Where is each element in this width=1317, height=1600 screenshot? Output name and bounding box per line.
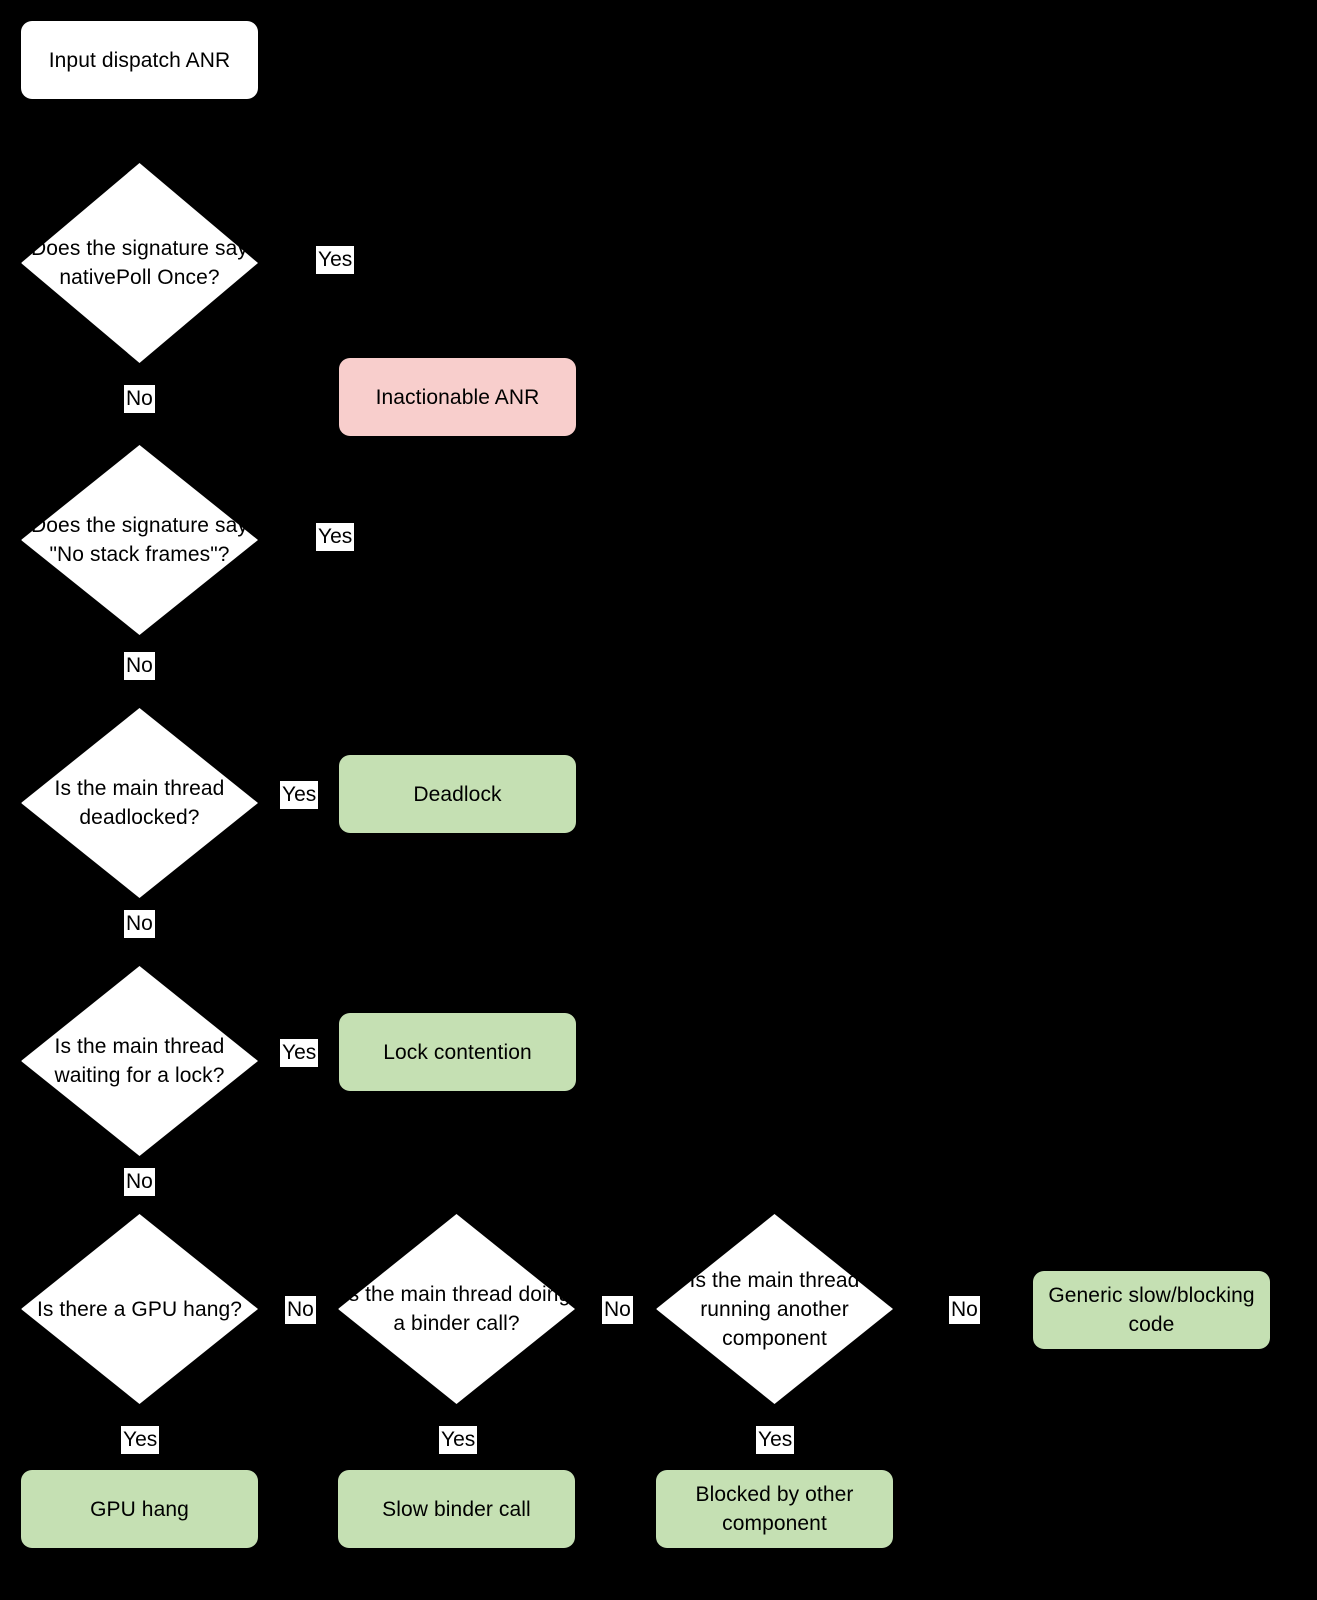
edge-label-waiting-for-lock-no: No (124, 1168, 155, 1196)
node-outcome-lock-contention[interactable]: Lock contention (339, 1013, 576, 1091)
edge-label-no-stack-frames-no: No (124, 652, 155, 680)
node-decision-main-thread-deadlocked[interactable]: Is the main thread deadlocked? (21, 708, 258, 898)
node-decision-nativepollonce[interactable]: Does the signature say nativePoll Once? (21, 163, 258, 363)
edge-label-nativepollonce-yes: Yes (316, 246, 355, 274)
node-label: Is the main thread waiting for a lock? (54, 1035, 225, 1087)
node-outcome-blocked-by-other-component[interactable]: Blocked by other component (656, 1470, 893, 1548)
node-label: Deadlock (413, 782, 502, 806)
node-start-input-dispatch-anr[interactable]: Input dispatch ANR (21, 21, 258, 99)
edge-label-no-stack-frames-yes: Yes (316, 523, 355, 551)
edge-label-waiting-for-lock-yes: Yes (280, 1039, 319, 1067)
node-label: Lock contention (383, 1040, 532, 1064)
node-outcome-generic-slow-blocking-code[interactable]: Generic slow/blocking code (1033, 1271, 1270, 1349)
node-label: Slow binder call (382, 1497, 531, 1521)
node-decision-running-another-component[interactable]: Is the main thread running another compo… (656, 1214, 893, 1404)
node-label: Does the signature say "No stack frames"… (31, 514, 248, 566)
node-outcome-gpu-hang[interactable]: GPU hang (21, 1470, 258, 1548)
node-label: Is the main thread deadlocked? (54, 777, 225, 829)
node-outcome-deadlock[interactable]: Deadlock (339, 755, 576, 833)
edge-label-deadlocked-no: No (124, 910, 155, 938)
edge-label-gpu-hang-yes: Yes (121, 1426, 160, 1454)
node-label: Is the main thread running another compo… (689, 1268, 860, 1350)
node-label: GPU hang (90, 1497, 189, 1521)
node-label: Inactionable ANR (375, 385, 540, 409)
node-decision-binder-call[interactable]: Is the main thread doing a binder call? (338, 1214, 575, 1404)
edge-label-another-component-no: No (949, 1296, 980, 1324)
edge-label-deadlocked-yes: Yes (280, 781, 319, 809)
node-label: Does the signature say nativePoll Once? (31, 237, 248, 289)
node-outcome-slow-binder-call[interactable]: Slow binder call (338, 1470, 575, 1548)
node-label: Blocked by other component (695, 1483, 854, 1535)
node-label: Input dispatch ANR (48, 48, 231, 72)
node-label: Generic slow/blocking code (1048, 1284, 1255, 1336)
node-label: Is there a GPU hang? (36, 1297, 243, 1321)
node-outcome-inactionable-anr[interactable]: Inactionable ANR (339, 358, 576, 436)
edge-label-binder-call-yes: Yes (439, 1426, 478, 1454)
node-decision-waiting-for-lock[interactable]: Is the main thread waiting for a lock? (21, 966, 258, 1156)
edge-label-gpu-hang-no: No (285, 1296, 316, 1324)
node-decision-gpu-hang[interactable]: Is there a GPU hang? (21, 1214, 258, 1404)
node-label: Is the main thread doing a binder call? (342, 1283, 571, 1335)
edge-label-another-component-yes: Yes (756, 1426, 795, 1454)
edge-label-nativepollonce-no: No (124, 385, 155, 413)
edge-label-binder-call-no: No (602, 1296, 633, 1324)
node-decision-no-stack-frames[interactable]: Does the signature say "No stack frames"… (21, 445, 258, 635)
